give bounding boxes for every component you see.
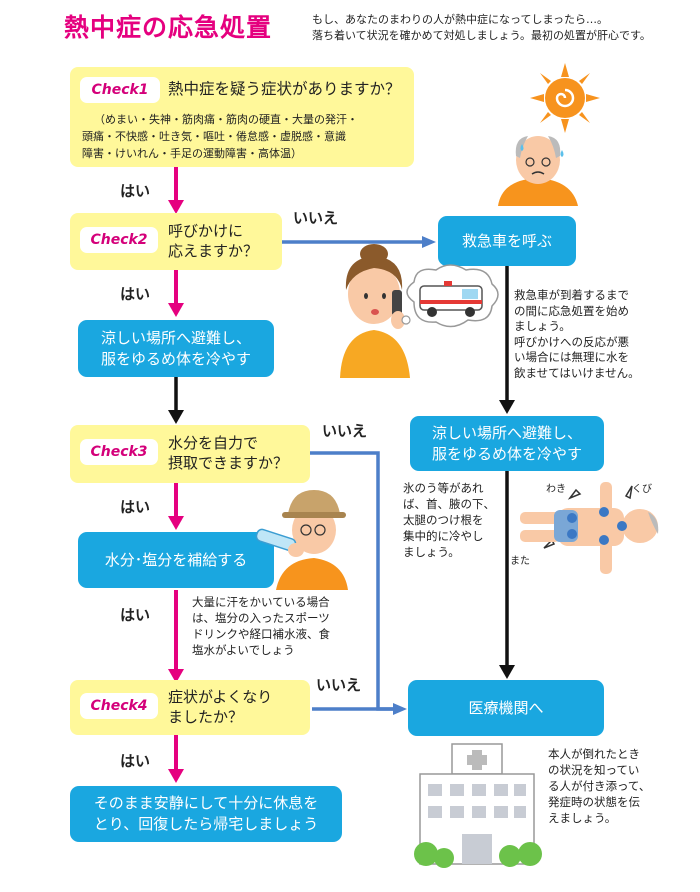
hydrate-note-line: は、塩分の入ったスポーツ <box>192 611 330 625</box>
sun-icon <box>530 63 600 133</box>
check3-question-line-1: 水分を自力で <box>168 434 259 452</box>
cool2-line-1: 涼しい場所へ避難し、 <box>431 423 582 442</box>
check1-tag: Check1 <box>80 77 160 103</box>
ice-note-line: 氷のう等があれ <box>403 481 484 495</box>
no-arrows <box>282 236 436 715</box>
cool1-line-2: 服をゆるめ体を冷やす <box>100 349 251 368</box>
ambulance-icon <box>401 264 499 328</box>
hydrate-note-line: ドリンクや経口補水液、食 <box>192 627 330 641</box>
elderly-man-sweating-icon <box>498 136 578 206</box>
page-title: 熱中症の応急処置 <box>64 13 273 42</box>
check4-box: Check4 症状がよくなり ましたか？ <box>70 680 310 735</box>
check3-tag: Check3 <box>80 439 158 465</box>
label-armpit: わき <box>546 484 566 495</box>
rest-line-1: そのまま安静にして十分に休息を <box>93 794 319 812</box>
yes-label-4: はい <box>120 606 151 624</box>
check2-question-line-1: 呼びかけに <box>168 222 244 240</box>
ambulance-note-line: い場合には無理に水を <box>514 350 629 364</box>
no-label-2: いいえ <box>322 422 368 440</box>
ice-note: 氷のう等があれ ば、首、腋の下、 太腿のつけ根を 集中的に冷やし ましょう。 <box>403 480 495 560</box>
symptoms-line-2: 頭痛・不快感・吐き気・嘔吐・倦怠感・虚脱感・意識 <box>82 130 346 143</box>
ambulance-note-line: の間に応急処置を始め <box>514 303 629 318</box>
woman-phone-icon <box>340 244 410 378</box>
elderly-man-drinking-icon <box>255 490 348 590</box>
hydrate-note: 大量に汗をかいている場合 は、塩分の入ったスポーツ ドリンクや経口補水液、食 塩… <box>192 594 330 658</box>
ice-note-line: ば、首、腋の下、 <box>403 497 495 511</box>
ambulance-note: 救急車が到着するまで の間に応急処置を始め ましょう。 呼びかけへの反応が悪 い… <box>514 288 640 381</box>
hospital-note: 本人が倒れたとき の状況を知ってい る人が付き添って、 発症時の状態を伝 えまし… <box>548 746 650 826</box>
cool1-line-1: 涼しい場所へ避難し、 <box>100 328 251 347</box>
check2-question: 呼びかけに 応えますか？ <box>168 221 258 261</box>
symptoms-line-1: （めまい・失神・筋肉痛・筋肉の硬直・大量の発汗・ <box>94 113 358 126</box>
cool2-line-2: 服をゆるめ体を冷やす <box>431 444 582 463</box>
check1-box: Check1 熱中症を疑う症状がありますか？ （めまい・失神・筋肉痛・筋肉の硬直… <box>70 67 414 167</box>
no-label-1: いいえ <box>293 209 339 227</box>
check2-question-line-2: 応えますか？ <box>168 242 259 260</box>
ambulance-note-line: ましょう。 <box>514 319 571 333</box>
yes-arrows <box>168 167 184 783</box>
check3-question: 水分を自力で 摂取できますか？ <box>168 433 288 473</box>
rest-action-box: そのまま安静にして十分に休息を とり、回復したら帰宅しましょう <box>70 786 342 842</box>
label-neck: くび <box>632 484 652 495</box>
black-arrows <box>168 265 515 679</box>
ambulance-note-line: 呼びかけへの反応が悪 <box>514 334 629 349</box>
hydrate-action-box: 水分･塩分を補給する <box>78 532 274 588</box>
hospital-note-line: 発症時の状態を伝 <box>548 795 640 809</box>
check4-question: 症状がよくなり ましたか？ <box>168 687 272 727</box>
yes-label-2: はい <box>120 285 151 303</box>
hospital-icon <box>414 743 542 868</box>
hospital-note-line: の状況を知ってい <box>548 763 640 777</box>
ice-note-line: 集中的に冷やし <box>403 529 484 543</box>
cool-action-box-1: 涼しい場所へ避難し、 服をゆるめ体を冷やす <box>78 320 274 377</box>
hospital-note-line: えましょう。 <box>548 811 617 825</box>
lying-person-icon <box>520 482 659 574</box>
ambulance-action-box: 救急車を呼ぶ <box>438 216 576 266</box>
check1-question: 熱中症を疑う症状がありますか？ <box>168 80 401 98</box>
symptoms-line-3: 障害・けいれん・手足の運動障害・高体温） <box>82 147 302 160</box>
hydrate-note-line: 塩水がよいでしょう <box>192 643 295 657</box>
intro-text: もし、あなたのまわりの人が熱中症になってしまったら…。 落ち着いて状況を確かめて… <box>312 12 692 44</box>
check2-box: Check2 呼びかけに 応えますか？ <box>70 213 282 270</box>
check1-symptoms: （めまい・失神・筋肉痛・筋肉の硬直・大量の発汗・ 頭痛・不快感・吐き気・嘔吐・倦… <box>82 111 358 162</box>
yes-label-5: はい <box>120 752 151 770</box>
ice-note-line: ましょう。 <box>403 545 460 559</box>
rest-line-2: とり、回復したら帰宅しましょう <box>93 815 319 833</box>
yes-label-1: はい <box>120 182 151 200</box>
no-label-3: いいえ <box>316 676 362 694</box>
check4-question-line-1: 症状がよくなり <box>168 688 273 706</box>
ice-note-line: 太腿のつけ根を <box>403 513 484 527</box>
check2-tag: Check2 <box>80 227 158 253</box>
ambulance-note-line: 救急車が到着するまで <box>514 288 629 302</box>
check3-question-line-2: 摂取できますか？ <box>168 454 289 472</box>
hospital-action-box: 医療機関へ <box>408 680 604 736</box>
intro-line-1: もし、あなたのまわりの人が熱中症になってしまったら…。 <box>312 13 609 26</box>
yes-label-3: はい <box>120 498 151 516</box>
hydrate-note-line: 大量に汗をかいている場合 <box>192 595 330 609</box>
check4-tag: Check4 <box>80 693 158 719</box>
hospital-note-line: 本人が倒れたとき <box>548 747 640 761</box>
intro-line-2: 落ち着いて状況を確かめて対処しましょう。最初の処置が肝心です。 <box>312 29 651 42</box>
ambulance-note-line: 飲ませてはいけません。 <box>514 365 640 380</box>
cool-action-box-2: 涼しい場所へ避難し、 服をゆるめ体を冷やす <box>410 416 604 471</box>
check4-question-line-2: ましたか？ <box>168 708 244 726</box>
label-thigh: また <box>510 556 530 567</box>
hospital-note-line: る人が付き添って、 <box>548 779 651 793</box>
check3-box: Check3 水分を自力で 摂取できますか？ <box>70 425 310 483</box>
